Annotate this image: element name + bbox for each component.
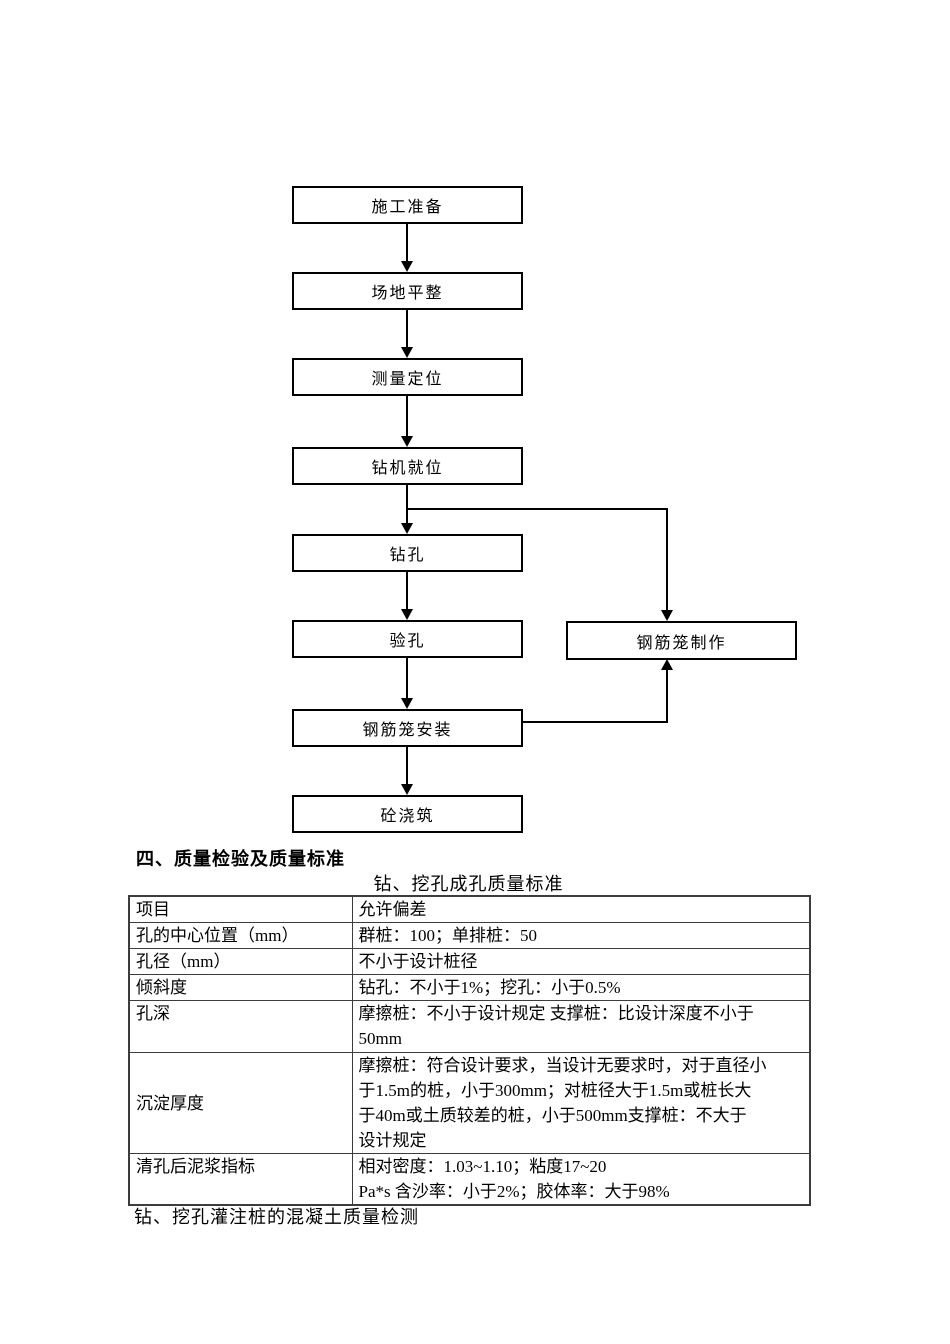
table-cell-item: 清孔后泥浆指标	[128, 1153, 353, 1206]
table-cell-value: 摩擦桩：不小于设计规定 支撑桩：比设计深度不小于 50mm	[351, 1000, 811, 1053]
quality-standards-table: 项目 允许偏差 孔的中心位置（mm） 群桩：100；单排桩：50 孔径（mm） …	[128, 895, 811, 1206]
branch-line-vertical	[666, 508, 668, 611]
table-row: 倾斜度 钻孔：不小于1%；挖孔：小于0.5%	[128, 974, 811, 1001]
flow-box-label: 施工准备	[371, 199, 444, 216]
connector-line	[406, 747, 408, 785]
flow-box-drilling: 钻孔	[292, 534, 523, 572]
table-row: 孔的中心位置（mm） 群桩：100；单排桩：50	[128, 922, 811, 949]
construction-flowchart: 施工准备 场地平整 测量定位 钻机就位 钻孔 验孔 钢筋笼安装 砼浇筑 钢筋笼制…	[292, 186, 797, 833]
branch-line-horizontal	[523, 721, 668, 723]
arrowhead-down-icon	[401, 609, 413, 620]
table-cell-item: 孔的中心位置（mm）	[128, 922, 353, 949]
arrowhead-down-icon	[401, 261, 413, 272]
table-header-value: 允许偏差	[351, 895, 811, 923]
flow-box-label: 钢筋笼安装	[362, 722, 453, 739]
flow-box-rig-in-place: 钻机就位	[292, 447, 523, 485]
table-cell-item: 沉淀厚度	[128, 1052, 353, 1154]
flow-box-cage-installation: 钢筋笼安装	[292, 709, 523, 747]
arrowhead-down-icon	[401, 523, 413, 534]
table-cell-value: 钻孔：不小于1%；挖孔：小于0.5%	[351, 974, 811, 1001]
table-cell-value: 摩擦桩：符合设计要求，当设计无要求时，对于直径小 于1.5m的桩，小于300mm…	[351, 1052, 811, 1154]
flow-box-survey-positioning: 测量定位	[292, 358, 523, 396]
table-row: 清孔后泥浆指标 相对密度：1.03~1.10；粘度17~20 Pa*s 含沙率：…	[128, 1153, 811, 1206]
flow-box-label: 钻孔	[389, 547, 426, 564]
connector-line	[406, 396, 408, 437]
section-heading: 四、质量检验及质量标准	[136, 849, 345, 869]
branch-line-horizontal	[406, 508, 668, 510]
table-cell-item: 孔深	[128, 1000, 353, 1053]
connector-line	[406, 572, 408, 610]
flow-box-hole-inspection: 验孔	[292, 620, 523, 658]
flow-box-concrete-pouring: 砼浇筑	[292, 795, 523, 833]
flow-box-label: 钻机就位	[371, 460, 444, 477]
footer-note: 钻、挖孔灌注桩的混凝土质量检测	[134, 1207, 419, 1227]
flow-box-label: 钢筋笼制作	[636, 634, 727, 652]
connector-line	[406, 658, 408, 699]
flow-box-cage-fabrication: 钢筋笼制作	[566, 621, 797, 660]
arrowhead-down-icon	[401, 698, 413, 709]
flow-box-label: 砼浇筑	[380, 808, 435, 825]
table-cell-item: 倾斜度	[128, 974, 353, 1001]
table-row: 沉淀厚度 摩擦桩：符合设计要求，当设计无要求时，对于直径小 于1.5m的桩，小于…	[128, 1052, 811, 1154]
table-row: 孔径（mm） 不小于设计桩径	[128, 948, 811, 975]
flow-box-site-leveling: 场地平整	[292, 272, 523, 310]
table-cell-value: 相对密度：1.03~1.10；粘度17~20 Pa*s 含沙率：小于2%；胶体率…	[351, 1153, 811, 1206]
connector-line	[406, 485, 408, 524]
table-header-item: 项目	[128, 895, 353, 923]
connector-line	[406, 310, 408, 348]
branch-line-vertical	[666, 668, 668, 723]
table-cell-value: 不小于设计桩径	[351, 948, 811, 975]
flow-box-label: 测量定位	[371, 371, 444, 388]
arrowhead-down-icon	[661, 610, 673, 621]
arrowhead-up-icon	[661, 659, 673, 670]
arrowhead-down-icon	[401, 347, 413, 358]
table-title: 钻、挖孔成孔质量标准	[373, 874, 564, 894]
flow-box-label: 验孔	[389, 633, 426, 650]
flow-box-construction-prep: 施工准备	[292, 186, 523, 224]
arrowhead-down-icon	[401, 436, 413, 447]
connector-line	[406, 224, 408, 262]
table-header-row: 项目 允许偏差	[128, 895, 811, 923]
arrowhead-down-icon	[401, 784, 413, 795]
table-cell-item: 孔径（mm）	[128, 948, 353, 975]
table-row: 孔深 摩擦桩：不小于设计规定 支撑桩：比设计深度不小于 50mm	[128, 1000, 811, 1053]
flow-box-label: 场地平整	[371, 285, 444, 302]
table-cell-value: 群桩：100；单排桩：50	[351, 922, 811, 949]
